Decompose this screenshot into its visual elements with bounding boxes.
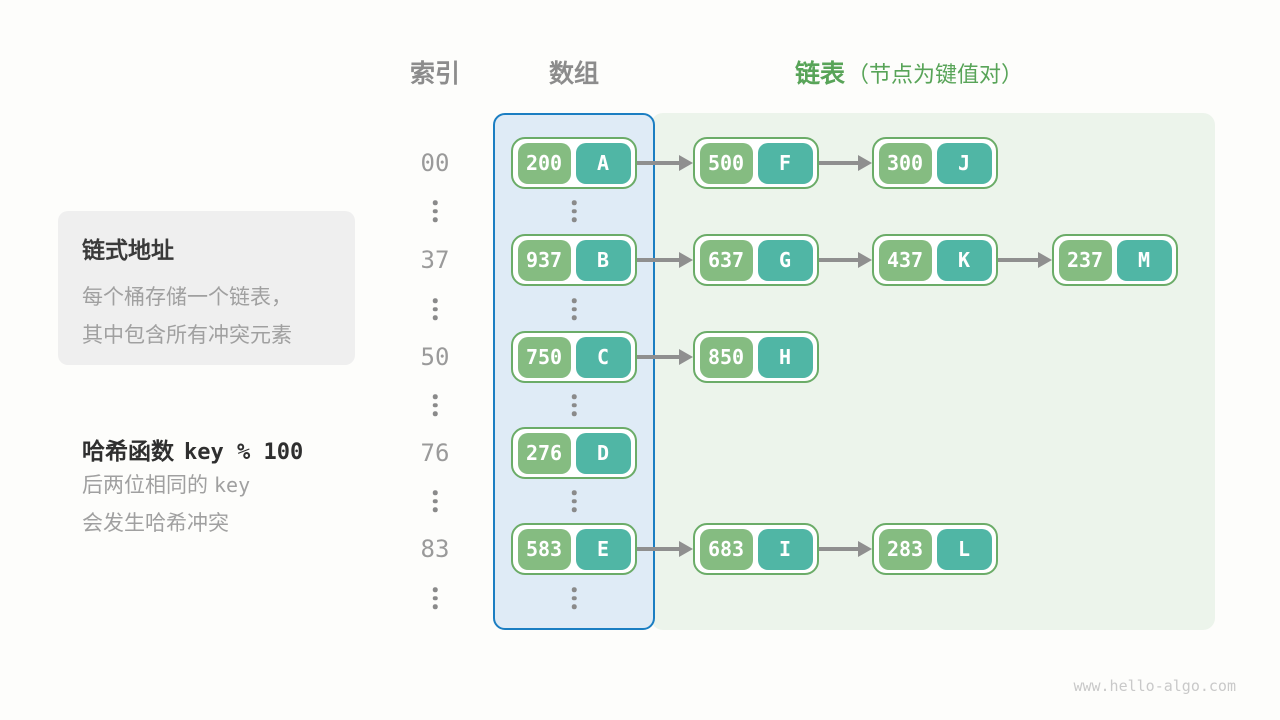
value-cell: K <box>936 239 992 281</box>
ellipsis-dots-icon <box>432 200 438 222</box>
key-cell: 276 <box>517 432 571 474</box>
hash-function-title: 哈希函数 key % 100 <box>82 432 303 466</box>
index-label: 50 <box>420 343 450 371</box>
arrow-line <box>819 258 862 262</box>
ellipsis-dots-icon <box>432 298 438 320</box>
hash-function-label: 哈希函数 <box>82 438 174 464</box>
key-cell: 300 <box>878 142 932 184</box>
arrow-head-icon <box>679 252 693 268</box>
key-cell: 683 <box>699 528 753 570</box>
next-pointer-arrow <box>819 252 872 268</box>
ellipsis-dots-icon <box>571 587 577 609</box>
arrow-line <box>637 355 683 359</box>
arrow-line <box>998 258 1042 262</box>
value-cell: J <box>936 142 992 184</box>
value-cell: I <box>757 528 813 570</box>
value-cell: A <box>575 142 631 184</box>
arrow-head-icon <box>858 155 872 171</box>
arrow-line <box>637 258 683 262</box>
key-cell: 750 <box>517 336 571 378</box>
hash-note-line-2: 会发生哈希冲突 <box>82 512 229 535</box>
panel-line-2: 其中包含所有冲突元素 <box>82 324 292 347</box>
value-cell: E <box>575 528 631 570</box>
index-label: 83 <box>420 535 450 563</box>
ellipsis-dots-icon <box>432 587 438 609</box>
column-header-linked-list: 链表 （节点为键值对） <box>795 54 1023 90</box>
next-pointer-arrow <box>637 155 693 171</box>
panel-line-1: 每个桶存储一个链表， <box>82 286 292 309</box>
value-cell: G <box>757 239 813 281</box>
arrow-line <box>819 547 862 551</box>
hash-function-formula: key % 100 <box>184 440 304 465</box>
panel-title: 链式地址 <box>82 237 174 263</box>
ellipsis-dots-icon <box>432 490 438 512</box>
arrow-head-icon <box>679 541 693 557</box>
arrow-head-icon <box>679 349 693 365</box>
key-cell: 237 <box>1058 239 1112 281</box>
ellipsis-dots-icon <box>571 200 577 222</box>
next-pointer-arrow <box>637 541 693 557</box>
key-cell: 437 <box>878 239 932 281</box>
value-cell: M <box>1116 239 1172 281</box>
arrow-line <box>819 161 862 165</box>
key-cell: 850 <box>699 336 753 378</box>
next-pointer-arrow <box>998 252 1052 268</box>
key-cell: 937 <box>517 239 571 281</box>
value-cell: C <box>575 336 631 378</box>
ellipsis-dots-icon <box>571 490 577 512</box>
next-pointer-arrow <box>637 252 693 268</box>
next-pointer-arrow <box>819 155 872 171</box>
ellipsis-dots-icon <box>571 298 577 320</box>
next-pointer-arrow <box>637 349 693 365</box>
arrow-head-icon <box>858 541 872 557</box>
arrow-head-icon <box>1038 252 1052 268</box>
value-cell: F <box>757 142 813 184</box>
chaining-annotation-panel: 链式地址 每个桶存储一个链表， 其中包含所有冲突元素 <box>58 211 355 365</box>
next-pointer-arrow <box>819 541 872 557</box>
value-cell: L <box>936 528 992 570</box>
index-label: 37 <box>420 246 450 274</box>
ellipsis-dots-icon <box>571 394 577 416</box>
key-cell: 500 <box>699 142 753 184</box>
key-cell: 637 <box>699 239 753 281</box>
column-header-index: 索引 <box>409 60 461 88</box>
key-cell: 200 <box>517 142 571 184</box>
watermark: www.hello-algo.com <box>1073 677 1236 695</box>
arrow-head-icon <box>679 155 693 171</box>
key-cell: 283 <box>878 528 932 570</box>
value-cell: D <box>575 432 631 474</box>
value-cell: H <box>757 336 813 378</box>
ellipsis-dots-icon <box>432 394 438 416</box>
arrow-line <box>637 161 683 165</box>
linked-list-label: 链表 <box>795 60 846 88</box>
column-header-array: 数组 <box>548 60 600 88</box>
key-cell: 583 <box>517 528 571 570</box>
index-label: 76 <box>420 439 450 467</box>
arrow-line <box>637 547 683 551</box>
value-cell: B <box>575 239 631 281</box>
linked-list-note: （节点为键值对） <box>847 62 1024 87</box>
arrow-head-icon <box>858 252 872 268</box>
index-label: 00 <box>420 149 450 177</box>
